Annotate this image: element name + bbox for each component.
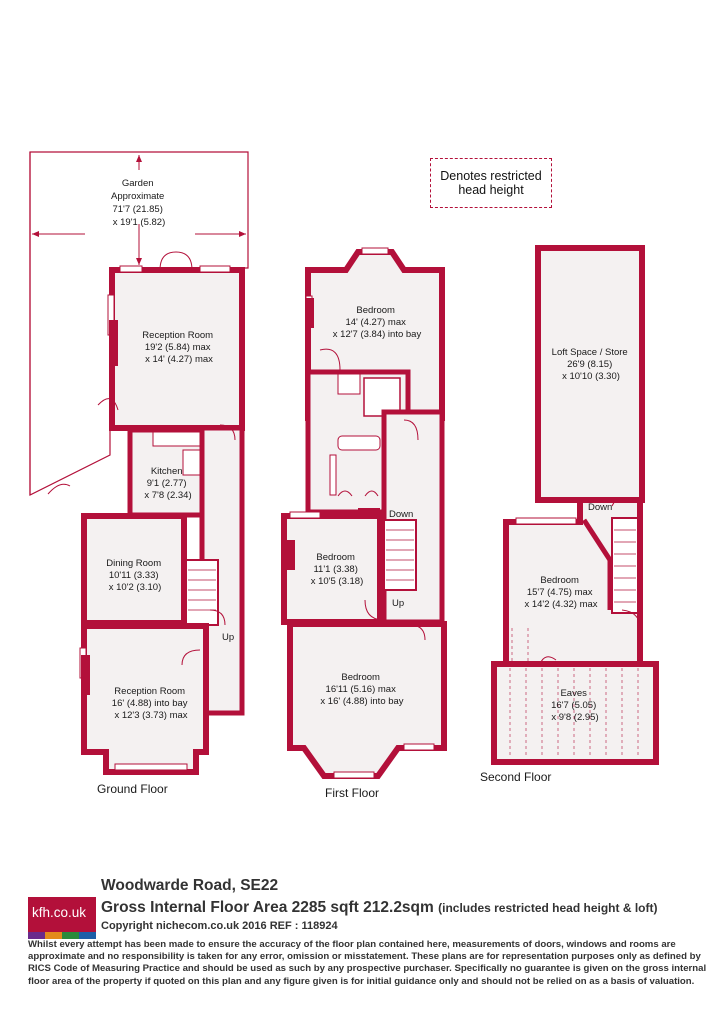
reception-room-rear-label: Reception Room 19'2 (5.84) max x 14' (4.… <box>142 330 215 365</box>
logo-text: kfh.co.uk <box>32 905 87 920</box>
ground-floor-plan <box>79 251 245 775</box>
second-floor-label: Second Floor <box>480 770 551 784</box>
ground-floor-label: Ground Floor <box>97 782 168 796</box>
kitchen-label: Kitchen 9'1 (2.77) x 7'8 (2.34) <box>144 466 191 501</box>
first-floor-label: First Floor <box>325 786 379 800</box>
legend-line-1: Denotes restricted <box>440 169 542 183</box>
stair-down-second: Down <box>588 502 612 513</box>
disclaimer: Whilst every attempt has been made to en… <box>28 939 707 987</box>
gross-internal-area: Gross Internal Floor Area 2285 sqft 212.… <box>101 899 657 917</box>
bedroom-front-label: Bedroom 16'11 (5.16) max x 16' (4.88) in… <box>320 672 403 707</box>
gia-value: Gross Internal Floor Area 2285 sqft 212.… <box>101 899 434 916</box>
bedroom-second-label: Bedroom 15'7 (4.75) max x 14'2 (4.32) ma… <box>524 575 597 610</box>
eaves-label: Eaves 16'7 (5.05) x 9'8 (2.95) <box>551 688 599 723</box>
property-address: Woodwarde Road, SE22 <box>101 877 279 894</box>
logo-stripes <box>28 932 96 939</box>
kfh-logo[interactable]: kfh.co.uk <box>28 897 96 939</box>
stair-up-ground: Up <box>222 632 234 643</box>
bedroom-middle-label: Bedroom 11'1 (3.38) x 10'5 (3.18) <box>311 552 364 587</box>
legend-line-2: head height <box>458 183 524 197</box>
bedroom-rear-label: Bedroom 14' (4.27) max x 12'7 (3.84) int… <box>333 305 422 340</box>
restricted-head-height-legend: Denotes restricted head height <box>430 158 552 208</box>
copyright: Copyright nichecom.co.uk 2016 REF : 1189… <box>101 920 338 932</box>
loft-label: Loft Space / Store 26'9 (8.15) x 10'10 (… <box>552 347 631 382</box>
first-floor-plan <box>281 247 447 779</box>
reception-room-front-label: Reception Room 16' (4.88) into bay x 12'… <box>112 686 190 721</box>
stair-down-first: Down <box>389 509 413 520</box>
floor-plan: Garden Approximate 71'7 (21.85) x 19'1 (… <box>29 151 659 800</box>
stair-up-first: Up <box>392 598 404 609</box>
garden-label: Garden Approximate 71'7 (21.85) x 19'1 (… <box>111 178 167 228</box>
dining-room-label: Dining Room 10'11 (3.33) x 10'2 (3.10) <box>106 558 164 593</box>
gia-note: (includes restricted head height & loft) <box>438 901 658 915</box>
second-floor-plan <box>491 245 659 765</box>
